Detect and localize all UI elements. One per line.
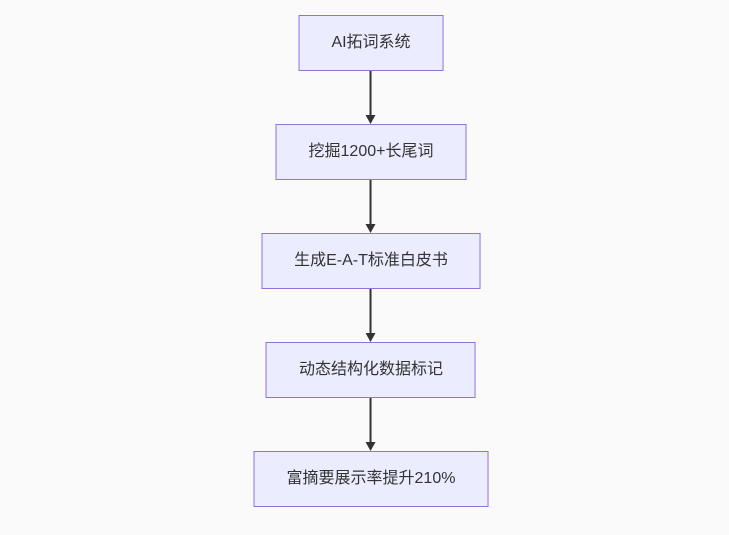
- flow-node-label: AI拓词系统: [331, 34, 411, 52]
- arrow-down-icon: [366, 289, 376, 342]
- flow-node-n4: 动态结构化数据标记: [265, 342, 476, 398]
- flow-node-n2: 挖掘1200+长尾词: [275, 124, 467, 180]
- flow-node-n1: AI拓词系统: [298, 15, 444, 71]
- flow-node-label: 生成E-A-T标准白皮书: [294, 252, 448, 270]
- flow-node-label: 动态结构化数据标记: [298, 361, 443, 379]
- arrow-down-icon: [366, 398, 376, 451]
- flow-node-n3: 生成E-A-T标准白皮书: [261, 233, 481, 289]
- flowchart: AI拓词系统挖掘1200+长尾词生成E-A-T标准白皮书动态结构化数据标记富摘要…: [253, 15, 489, 507]
- flow-node-label: 挖掘1200+长尾词: [308, 143, 434, 161]
- flow-node-n5: 富摘要展示率提升210%: [253, 451, 489, 507]
- flow-node-label: 富摘要展示率提升210%: [286, 470, 456, 488]
- arrow-down-icon: [366, 180, 376, 233]
- arrow-down-icon: [366, 71, 376, 124]
